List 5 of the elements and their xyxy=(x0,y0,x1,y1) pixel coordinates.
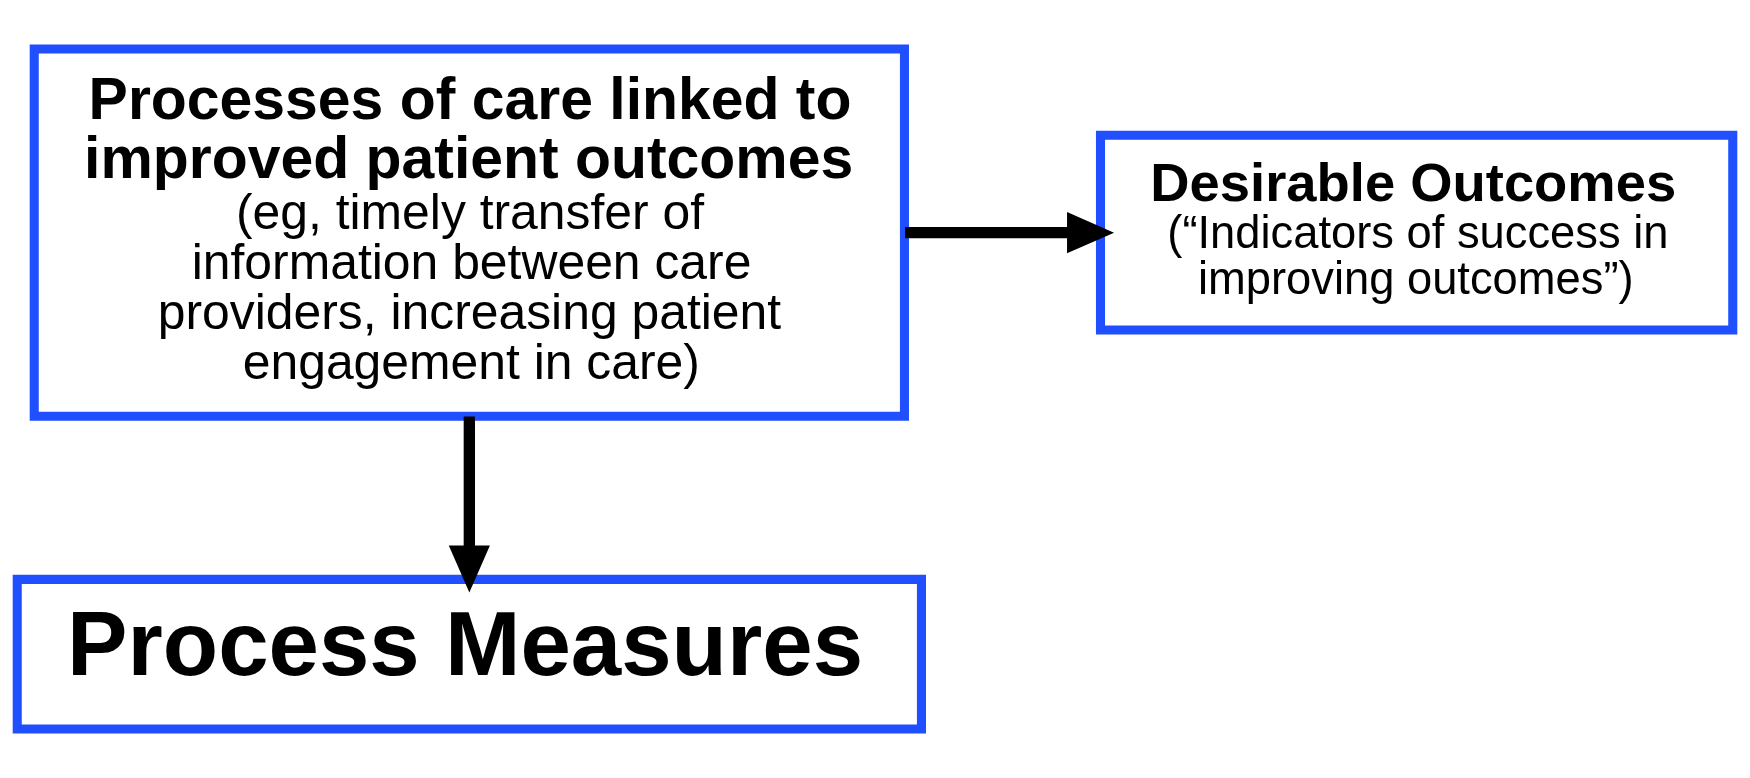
node-box: Process Measures xyxy=(12,574,926,734)
arrow xyxy=(905,212,1115,254)
arrow xyxy=(448,416,490,593)
node-box: Processes of care linked to improved patient outcomes (eg, timely transfer of information between care providers, increasing patient engagement in care) xyxy=(29,44,909,421)
node-box: Desirable Outcomes (“Indicators of success in improving outcomes”) xyxy=(1095,130,1738,335)
